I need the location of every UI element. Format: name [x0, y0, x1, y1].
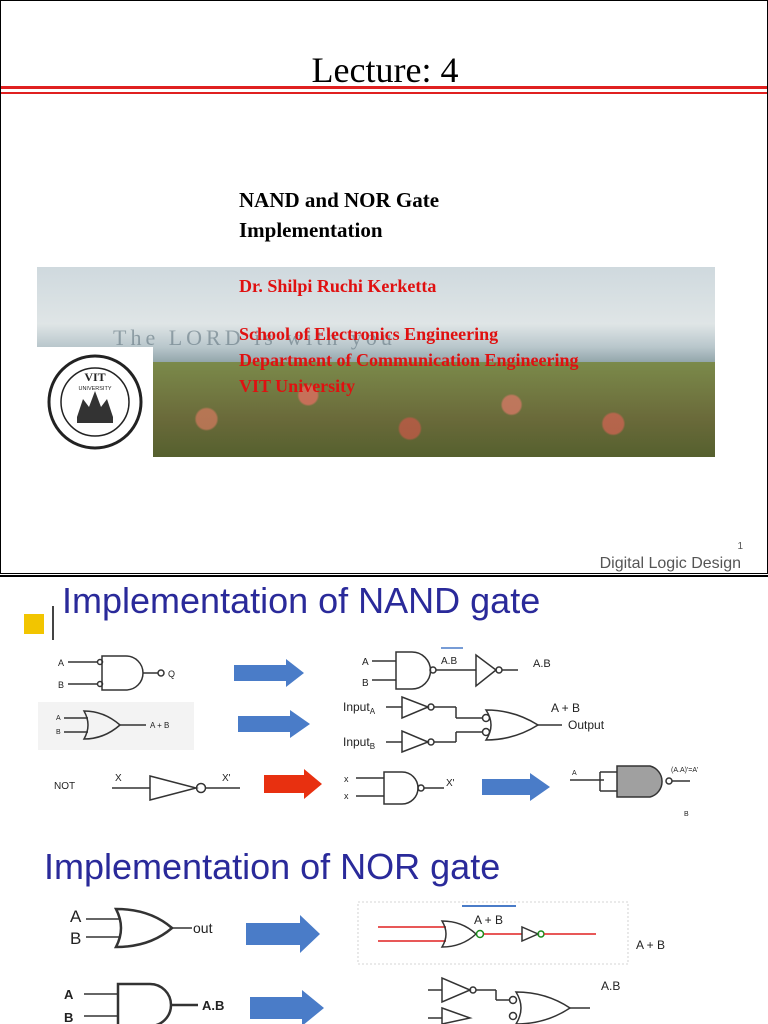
not-nand-in1: x [344, 774, 349, 784]
nor-grid-top: A + B [474, 913, 503, 927]
title-underline-1 [1, 86, 767, 89]
nor-and-in-b: B [64, 1010, 73, 1024]
subtitle-line-2: Implementation [239, 218, 383, 242]
footer-title: Digital Logic Design [599, 555, 741, 572]
arrow-icon [250, 990, 324, 1024]
subtitle-line-1: NAND and NOR Gate [239, 188, 440, 212]
not-in: X [115, 773, 122, 784]
affiliation-line-2: Department of Communication Engineering [239, 350, 579, 370]
bullet-bar-icon [52, 606, 54, 640]
not-nand-out: X' [446, 778, 455, 789]
nor-and-gate-diagram: A B A.B [64, 982, 224, 1024]
or-nand-top: A + B [551, 701, 580, 715]
or-nand-diagram: InputA InputB A + B Output [343, 695, 605, 754]
university-logo: VIT UNIVERSITY [37, 347, 153, 457]
or-nand-in-b: InputB [343, 735, 375, 751]
and-in-a: A [58, 658, 64, 668]
and-nand-mid: A.B [441, 656, 457, 667]
affiliation-line-3: VIT University [239, 376, 356, 396]
author-name: Dr. Shilpi Ruchi Kerketta [239, 276, 437, 296]
logo-seal-icon: VIT UNIVERSITY [47, 354, 143, 450]
nor-or-gate-diagram: A B out [70, 907, 213, 949]
not-nand-diagram: x x X' [344, 771, 455, 805]
logo-name: VIT [84, 370, 105, 384]
and-gate-diagram: A B Q [58, 655, 175, 691]
banner-text: The LORD is with you [113, 325, 396, 350]
and-out: Q [168, 669, 175, 679]
not-label: NOT [54, 781, 75, 792]
not-gate-diagram: NOT X X' [54, 773, 240, 801]
arrow-icon [264, 769, 322, 799]
not-out: X' [222, 773, 231, 784]
title-slide: Lecture: 4 NAND and NOR Gate Implementat… [0, 0, 768, 574]
and-in-b: B [58, 680, 64, 690]
not-nand-symbol-diagram: A (A.A)'=A' B [570, 765, 698, 818]
arrow-icon [234, 659, 304, 687]
or-nand-out: Output [568, 718, 605, 732]
affiliation-line-1: School of Electronics Engineering [239, 324, 499, 344]
not-nand-in2: x [344, 791, 349, 801]
arrows [234, 659, 550, 1024]
or-gate-diagram: A B A + B [38, 702, 194, 750]
and-nand-out: A.B [533, 658, 551, 670]
nor-and-impl-diagram: A.B [428, 976, 620, 1024]
logo-sub: UNIVERSITY [78, 386, 111, 392]
or-in-b: B [56, 729, 61, 736]
nor-and-out: A.B [202, 998, 224, 1013]
nor-and-in-a: A [64, 987, 74, 1002]
bullet-square-icon [24, 614, 44, 634]
nor-or-out: out [193, 920, 213, 936]
or-nand-in-a: InputA [343, 700, 376, 716]
heading-nor: Implementation of NOR gate [44, 846, 501, 887]
and-nand-b: B [362, 678, 369, 689]
not-alt-out: (A.A)'=A' [671, 767, 698, 774]
nor-or-in-a: A [70, 907, 82, 926]
not-alt-b: B [684, 811, 689, 818]
nor-or-in-b: B [70, 929, 81, 948]
page-number: 1 [737, 541, 743, 552]
nor-and-impl-out: A.B [601, 979, 620, 993]
or-out: A + B [150, 721, 169, 730]
or-in-a: A [56, 715, 61, 722]
arrow-icon [238, 710, 310, 738]
nand-not-diagram: A B A.B A.B [362, 647, 551, 690]
heading-nand: Implementation of NAND gate [62, 580, 541, 621]
nor-grid-out: A + B [636, 938, 665, 952]
and-nand-a: A [362, 657, 369, 668]
not-alt-in: A [572, 770, 577, 777]
arrow-icon [246, 915, 320, 953]
nor-grid-diagram: A + B A + B [357, 901, 665, 965]
title-underline-2 [1, 92, 767, 94]
arrow-icon [482, 773, 550, 801]
lecture-title: Lecture: 4 [311, 50, 459, 90]
